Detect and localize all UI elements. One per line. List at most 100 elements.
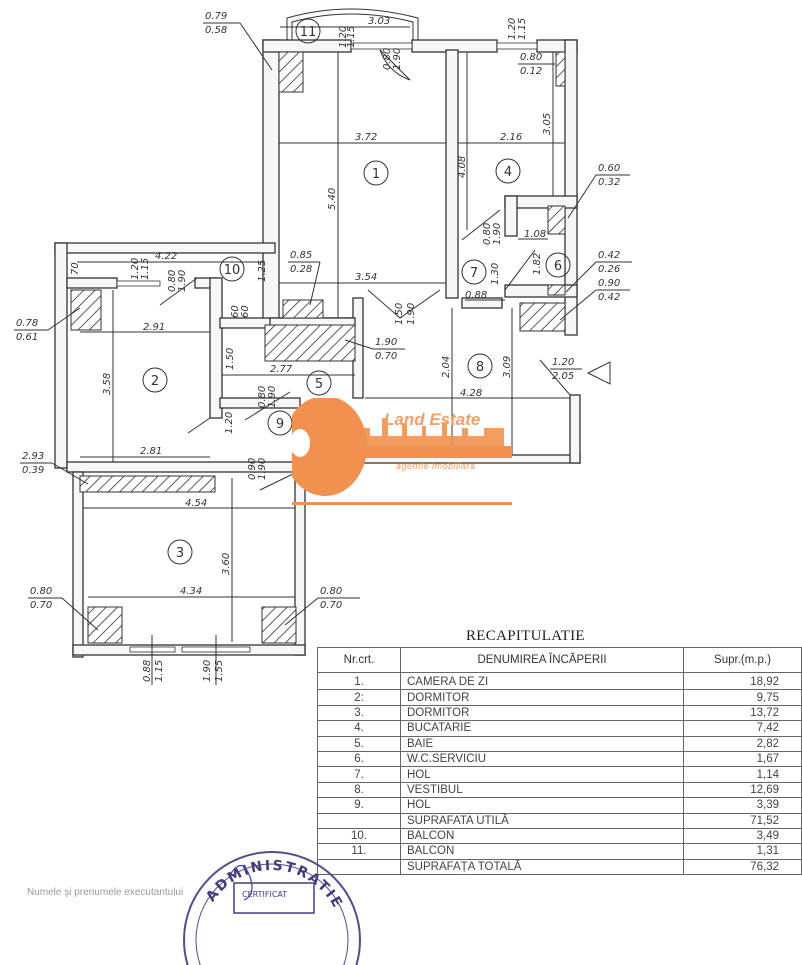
opening-label: 1.50 xyxy=(394,303,405,325)
opening-label: 1.20 xyxy=(552,357,574,368)
row-name: VESTIBUL xyxy=(400,781,684,799)
row-no: 9. xyxy=(317,797,401,814)
dim-label: 4.08 xyxy=(457,156,468,178)
row-area: 1,14 xyxy=(683,766,802,783)
table-header-row: Nr.crt. DENUMIREA ÎNCĂPERII Supr.(m.p.) xyxy=(317,647,802,673)
room-number-5: 5 xyxy=(315,377,323,392)
entrance-arrow xyxy=(586,361,611,385)
row-no: 3. xyxy=(317,704,401,722)
balcony-11-outline xyxy=(286,8,419,42)
opening-label: 0.78 xyxy=(16,318,38,329)
row-area: 12,69 xyxy=(683,781,802,799)
opening-label: 0.80 xyxy=(382,48,393,70)
room-number-8: 8 xyxy=(476,360,484,375)
dimension-labels: 3.72 3.54 5.40 2.16 3.05 4.08 3.03 4.22 … xyxy=(70,16,553,597)
opening-label: 0.32 xyxy=(598,177,620,188)
row-name: W.C.SERVICIU xyxy=(400,750,684,768)
row-no: 10. xyxy=(317,827,401,845)
dim-label: 3.58 xyxy=(102,373,113,395)
opening-label: 1.15 xyxy=(517,18,528,40)
opening-label: 1.90 xyxy=(406,303,417,325)
opening-label: 1.90 xyxy=(177,270,188,292)
dim-label: 2.96 xyxy=(298,429,320,440)
dim-label: 2.81 xyxy=(140,446,162,457)
dim-label: 2.16 xyxy=(500,132,522,143)
dim-label: 2.91 xyxy=(143,322,165,333)
executant-label: Numele şi prenumele executantului xyxy=(27,887,184,898)
row-name: SUPRAFATA UTILĂ xyxy=(400,812,684,829)
opening-label: 0.79 xyxy=(205,11,227,22)
opening-label: 1.90 xyxy=(375,337,397,348)
row-area: 3,39 xyxy=(683,797,802,814)
opening-label: 1.90 xyxy=(267,386,278,408)
dim-label: 1.20 xyxy=(224,412,235,434)
opening-label: 0.61 xyxy=(16,332,38,343)
opening-label: 0.42 xyxy=(598,250,620,261)
opening-label: 0.60 xyxy=(598,163,620,174)
opening-label: 1.20 xyxy=(130,258,141,280)
row-no: 8. xyxy=(317,781,401,799)
dim-label: 1.82 xyxy=(532,253,543,275)
opening-label: 0.39 xyxy=(22,465,44,476)
opening-label: 1.20 xyxy=(338,26,349,48)
row-area: 13,72 xyxy=(683,704,802,722)
opening-label: 0.70 xyxy=(30,600,52,611)
duct-hatch xyxy=(278,51,304,93)
row-no: 7. xyxy=(317,766,401,783)
dim-label: 4.28 xyxy=(460,388,482,399)
stamp-icon: ADMINISTRATIE CERTIFICAT xyxy=(183,851,361,965)
opening-label: 0.12 xyxy=(520,66,542,77)
dim-label: 1.50 xyxy=(225,348,236,370)
opening-label: 0.70 xyxy=(320,600,342,611)
row-name: HOL xyxy=(400,766,684,783)
opening-label: 0.28 xyxy=(290,264,312,275)
dim-label: 3.09 xyxy=(502,356,513,378)
row-name: DORMITOR xyxy=(400,704,684,722)
opening-label: 1.15 xyxy=(346,26,357,48)
opening-label: 1.20 xyxy=(507,18,518,40)
row-name: BAIE xyxy=(400,735,684,752)
opening-label: 1.15 xyxy=(154,660,165,682)
opening-label: 0.80 xyxy=(30,586,52,597)
room-labels: 1 2 3 4 5 6 7 8 9 10 11 xyxy=(142,18,571,565)
dim-label: 4.34 xyxy=(180,586,202,597)
row-no: 4. xyxy=(317,720,401,737)
opening-label: 1.55 xyxy=(214,660,225,682)
room-number-2: 2 xyxy=(151,374,159,389)
room-number-10: 10 xyxy=(224,263,241,278)
row-name: HOL xyxy=(400,797,684,814)
room-number-3: 3 xyxy=(176,546,184,561)
row-no: 2: xyxy=(317,689,401,706)
opening-label: 0.80 xyxy=(320,586,342,597)
opening-label: 0.80 xyxy=(482,223,493,245)
dim-label: 3.05 xyxy=(542,113,553,135)
header-no: Nr.crt. xyxy=(317,647,401,673)
opening-label: 1.90 xyxy=(257,458,268,480)
row-name: DORMITOR xyxy=(400,689,684,706)
dim-label: 0.88 xyxy=(465,290,487,301)
row-no xyxy=(317,812,401,829)
room-number-4: 4 xyxy=(504,165,512,180)
room-number-1: 1 xyxy=(372,167,380,182)
room-number-6: 6 xyxy=(554,259,562,274)
dim-label: 2.77 xyxy=(270,364,293,375)
dim-label: 1.30 xyxy=(490,263,501,285)
row-area: 1,31 xyxy=(683,843,802,860)
row-no: 6. xyxy=(317,750,401,768)
opening-label: 0.85 xyxy=(290,250,312,261)
row-area: 76,32 xyxy=(683,858,802,876)
room-number-11: 11 xyxy=(300,25,317,40)
dim-label: 2.04 xyxy=(441,356,452,378)
opening-label: 0.42 xyxy=(598,292,620,303)
dim-label: 3.72 xyxy=(355,132,377,143)
summary-table: Nr.crt. DENUMIREA ÎNCĂPERII Supr.(m.p.) … xyxy=(317,647,802,876)
row-area: 3,49 xyxy=(683,827,802,845)
